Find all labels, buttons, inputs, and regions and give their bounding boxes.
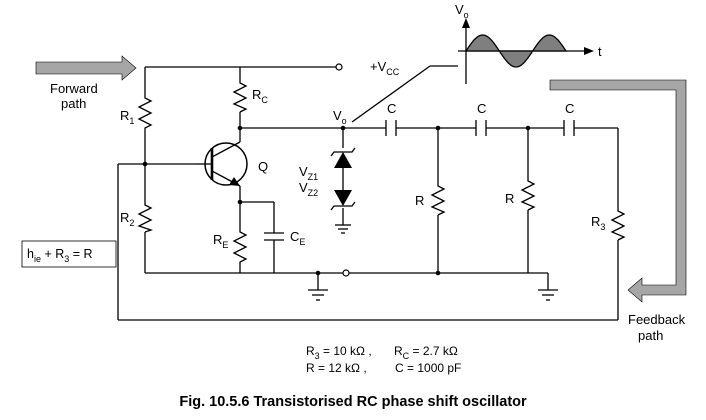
label-vcc: +VCC [370, 59, 400, 77]
label-r3: R3 [591, 214, 605, 232]
label-q: Q [258, 159, 268, 174]
forward-path-label-1: Forward [50, 81, 98, 96]
label-re: RE [213, 232, 228, 250]
capacitor-ce [264, 232, 284, 241]
label-vz2: VZ2 [299, 180, 318, 198]
resistor-r3 [610, 208, 626, 241]
forward-path-label-2: path [61, 96, 86, 111]
figure-caption: Fig. 10.5.6 Transistorised RC phase shif… [179, 394, 527, 410]
label-r-b: R [505, 191, 514, 206]
label-vo: Vo [333, 108, 347, 126]
transistor-q [196, 141, 248, 187]
ground-ladder [538, 289, 558, 301]
feedback-path-arrow [549, 79, 687, 303]
forward-path-arrow [35, 55, 137, 81]
value-rc: RC = 2.7 kΩ [394, 344, 458, 361]
feedback-path-label-2: path [638, 328, 663, 343]
capacitor-c2 [475, 120, 487, 136]
label-r-a: R [415, 193, 424, 208]
capacitor-c1 [385, 120, 397, 136]
resistor-r2 [137, 202, 154, 233]
resistor-rc [232, 80, 248, 113]
feedback-path-label-1: Feedback [628, 312, 686, 327]
value-c: C = 1000 pF [395, 361, 461, 375]
label-r1: R1 [120, 108, 134, 126]
value-r: R = 12 kΩ , [306, 361, 367, 375]
output-waveform-graph [458, 18, 594, 84]
label-ce: CE [290, 229, 305, 247]
label-rc: RC [252, 87, 268, 105]
graph-t-label: t [598, 44, 602, 59]
resistor-r-b [520, 178, 536, 211]
resistor-r1 [137, 95, 153, 130]
ground-zener [335, 224, 351, 234]
zener-diodes [330, 147, 356, 211]
graph-vo-label: Vo [455, 2, 469, 20]
label-r2: R2 [120, 210, 134, 228]
hie-note-text: hie + R3 = R [27, 247, 93, 264]
resistor-r-a [430, 183, 446, 216]
hie-note-box [21, 240, 117, 268]
label-c2: C [477, 101, 486, 116]
resistor-re [232, 207, 248, 265]
label-c1: C [387, 101, 396, 116]
capacitor-c3 [563, 120, 575, 136]
label-c3: C [565, 101, 574, 116]
ground-main [308, 289, 328, 301]
value-r3: R3 = 10 kΩ , [306, 344, 372, 361]
circuit-wires [117, 63, 619, 321]
label-vz1: VZ1 [299, 164, 318, 182]
